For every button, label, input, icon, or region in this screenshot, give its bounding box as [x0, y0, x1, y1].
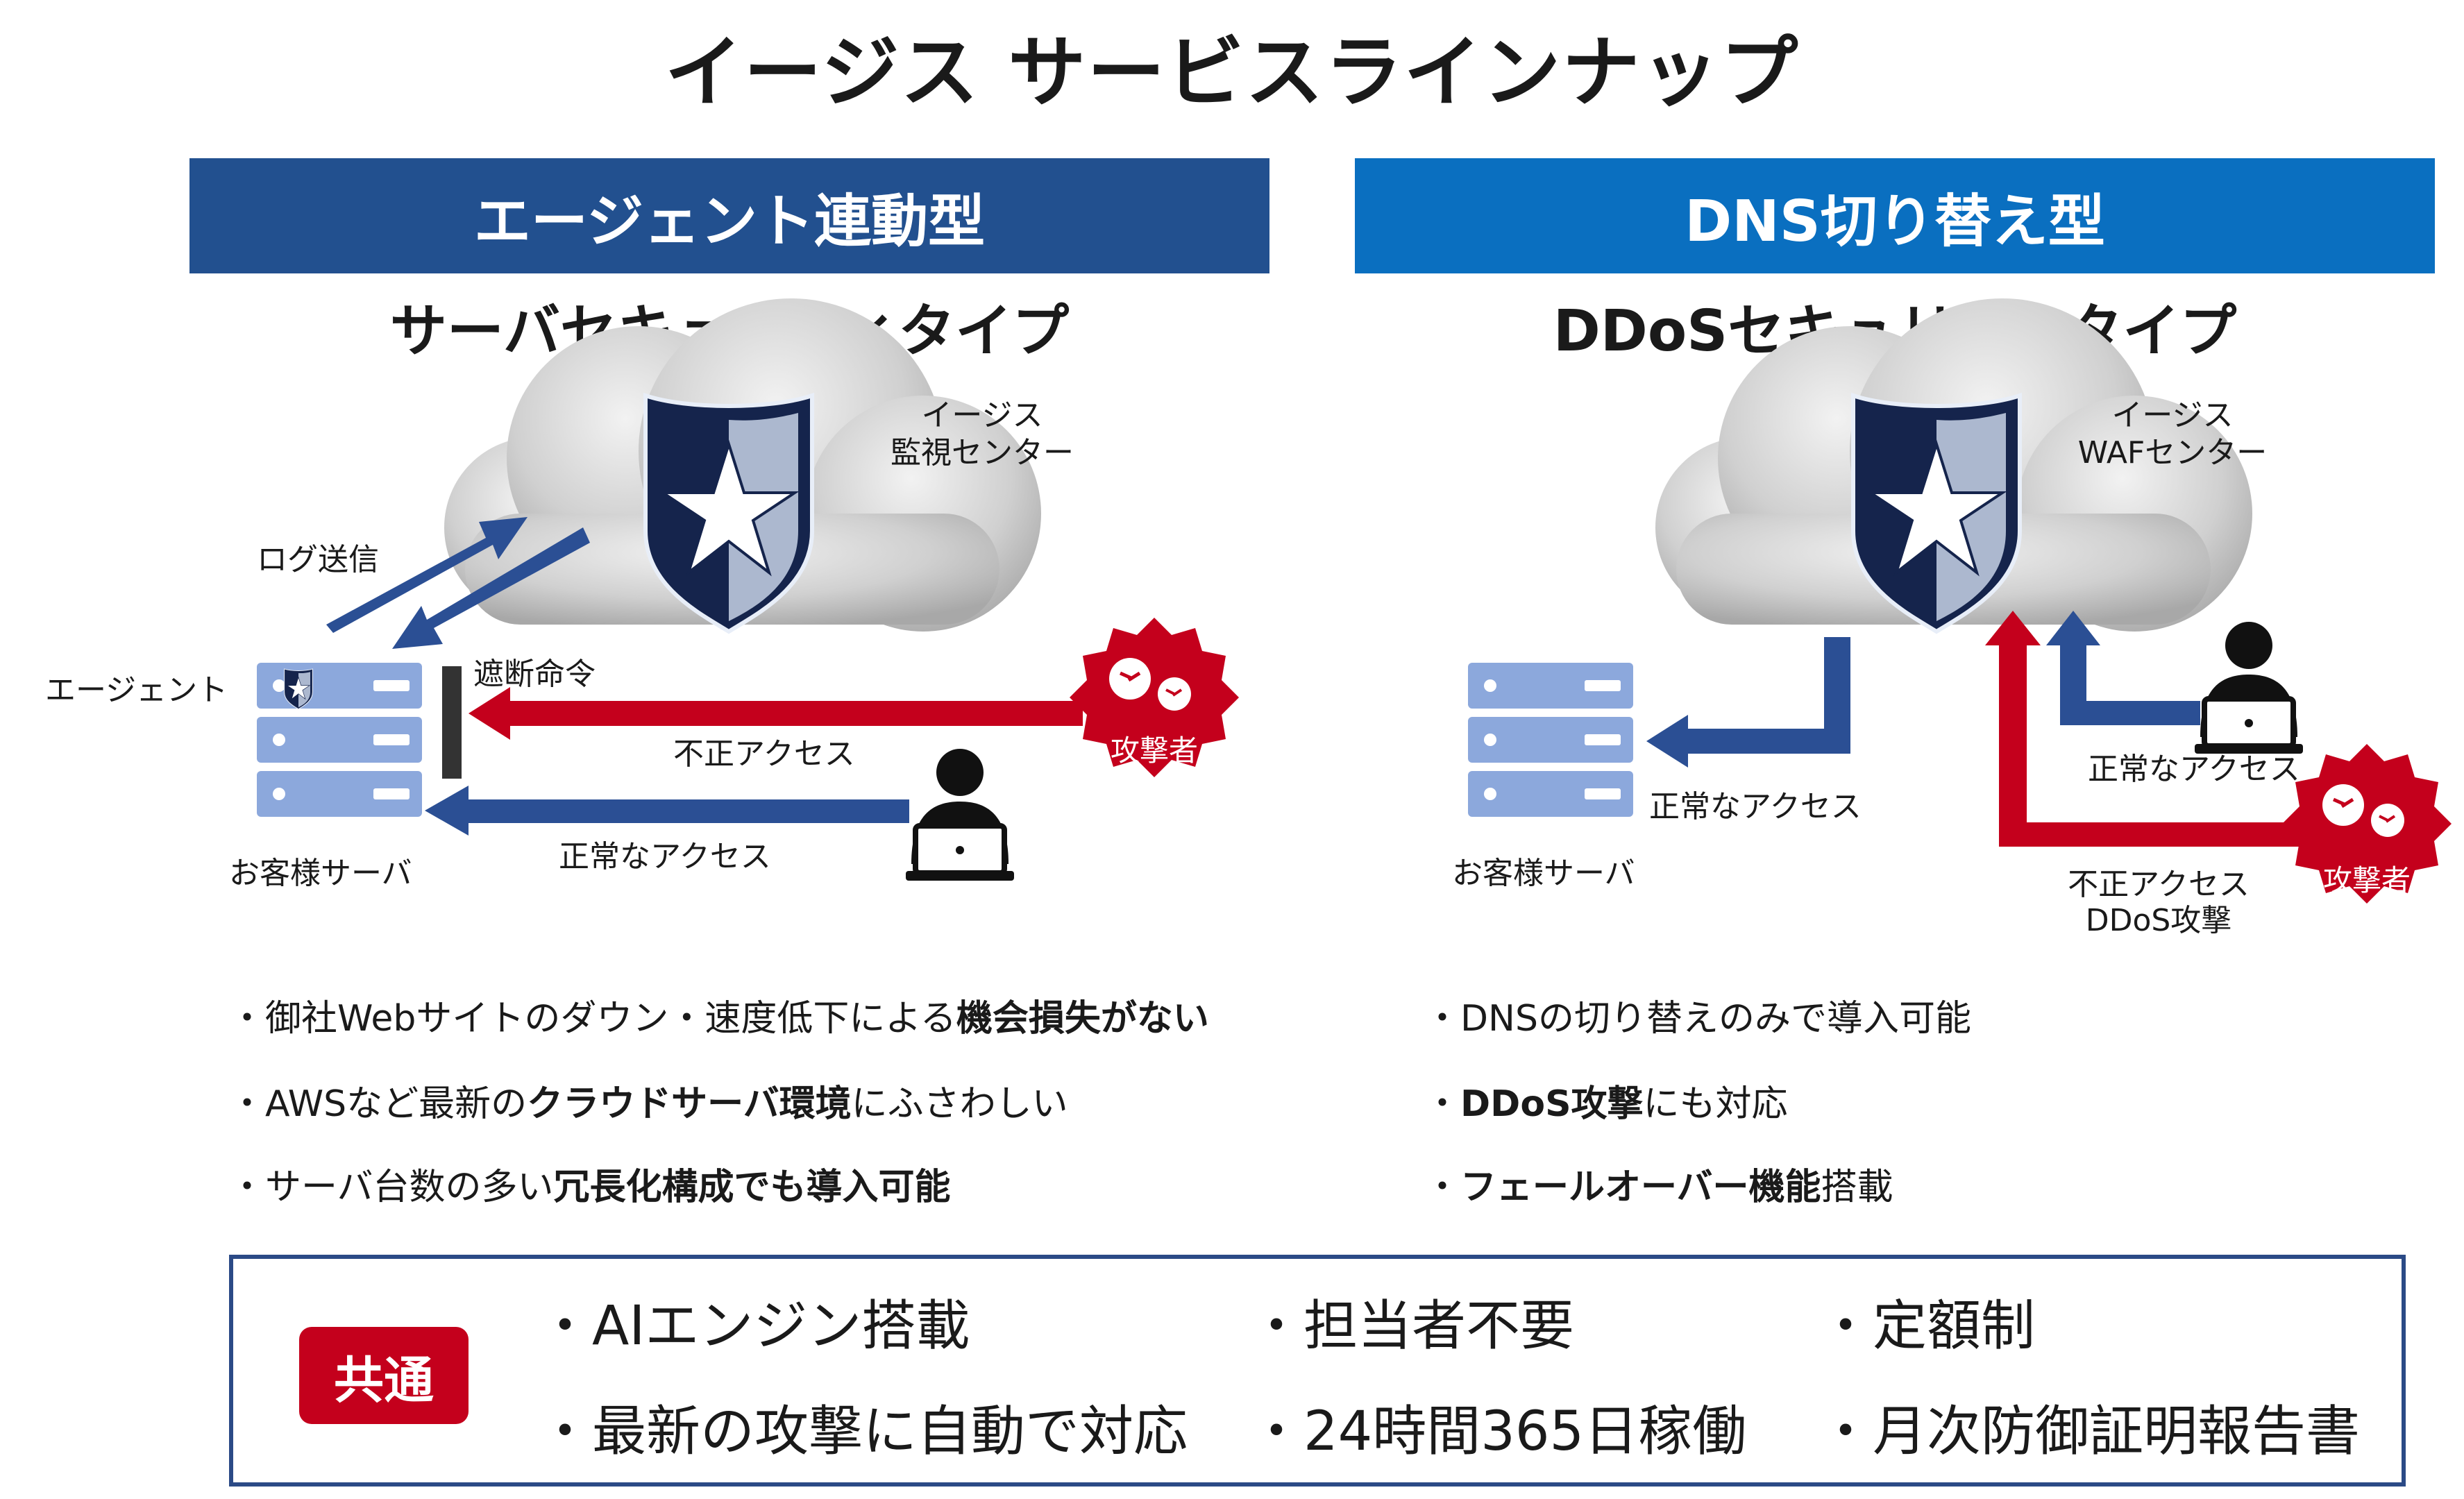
- block-bar: [442, 666, 462, 779]
- right-server-icon: [1468, 663, 1633, 817]
- left-header-band: エージェント連動型: [189, 158, 1269, 273]
- page-title: イージス サービスラインナップ: [664, 28, 1800, 118]
- left-server-label: お客様サーバ: [229, 856, 412, 891]
- normal-access-arrow-right-down: [1646, 637, 1850, 768]
- right-illegal-access-label: 不正アクセス: [2068, 867, 2250, 902]
- illegal-access-arrow: [469, 687, 1083, 740]
- right-bullet-2: ・DDoS攻撃にも対応: [1424, 1083, 1788, 1125]
- right-header-band: DNS切り替え型: [1355, 158, 2435, 273]
- left-attacker-burst: [1070, 618, 1239, 777]
- right-normal-access-label-right: 正常なアクセス: [2088, 752, 2300, 787]
- left-bullet-2: ・AWSなど最新のクラウドサーバ環境にふさわしい: [229, 1083, 1068, 1125]
- agent-label: エージェント: [45, 672, 228, 708]
- right-server-label: お客様サーバ: [1452, 856, 1635, 891]
- left-center-label-2: 監視センター: [891, 435, 1074, 471]
- right-bullet-3: ・フェールオーバー機能搭載: [1424, 1167, 1893, 1208]
- left-normal-access-label: 正常なアクセス: [559, 839, 771, 874]
- right-center-label-2: WAFセンター: [2077, 435, 2268, 471]
- common-feature-6: ・月次防御証明報告書: [1819, 1400, 2361, 1463]
- common-feature-3: ・定額制: [1819, 1295, 2036, 1357]
- common-features-box: [229, 1255, 2406, 1487]
- right-attacker-label: 攻撃者: [2322, 863, 2411, 897]
- left-bullet-1: ・御社Webサイトのダウン・速度低下による機会損失がない: [229, 998, 1209, 1040]
- ddos-label: DDoS攻撃: [2085, 903, 2232, 938]
- common-feature-4: ・最新の攻撃に自動で対応: [538, 1400, 1188, 1463]
- right-center-label-1: イージス: [2111, 398, 2234, 433]
- right-attacker-burst: [2282, 744, 2452, 904]
- illegal-access-arrow-right: [1985, 611, 2304, 847]
- log-send-arrow: [326, 517, 528, 633]
- illegal-access-label: 不正アクセス: [673, 736, 855, 772]
- right-user-icon: [2195, 622, 2303, 754]
- left-user-icon: [906, 749, 1014, 881]
- block-command-arrow: [392, 527, 590, 649]
- left-bullet-3: ・サーバ台数の多い冗長化構成でも導入可能: [229, 1167, 951, 1208]
- normal-access-arrow-left: [425, 786, 909, 836]
- log-send-label: ログ送信: [257, 542, 379, 577]
- right-bullet-1: ・DNSの切り替えのみで導入可能: [1424, 998, 1971, 1040]
- common-feature-5: ・24時間365日稼働: [1249, 1400, 1747, 1463]
- right-band-label: DNS切り替え型: [1685, 188, 2105, 255]
- left-attacker-label: 攻撃者: [1110, 734, 1198, 768]
- left-server-icon: [257, 663, 422, 817]
- common-badge: 共通: [299, 1327, 469, 1424]
- block-command-label: 遮断命令: [473, 657, 596, 692]
- left-band-label: エージェント連動型: [473, 188, 986, 255]
- left-center-label-1: イージス: [921, 398, 1043, 433]
- right-normal-access-label-left: 正常なアクセス: [1649, 789, 1862, 824]
- common-feature-1: ・AIエンジン搭載: [538, 1295, 970, 1357]
- normal-access-arrow-right-up: [2046, 611, 2200, 725]
- common-feature-2: ・担当者不要: [1249, 1295, 1575, 1357]
